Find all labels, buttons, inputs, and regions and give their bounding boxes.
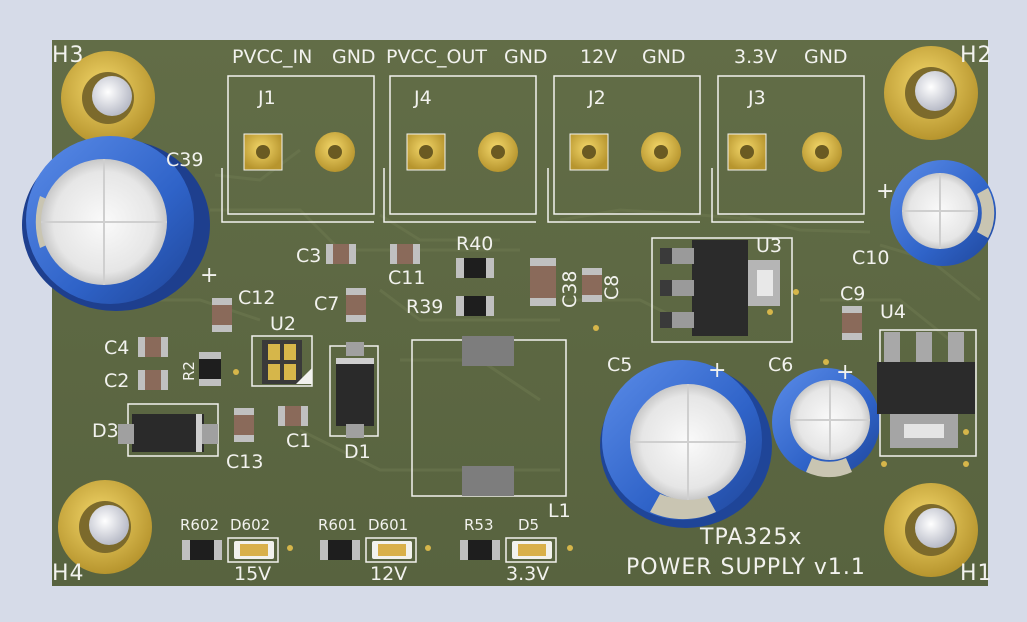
connector-J2 <box>547 75 701 223</box>
cap-C12 <box>212 298 232 332</box>
ref-C10: C10 <box>852 247 889 269</box>
diode-D1 <box>329 342 379 438</box>
j2-pin2-label: GND <box>642 46 686 68</box>
led-D5 <box>505 537 557 563</box>
ref-C39: C39 <box>166 149 203 171</box>
regulator-U4 <box>877 329 977 457</box>
ref-C2: C2 <box>104 370 129 392</box>
capacitor-C6 <box>772 368 880 478</box>
ref-D5: D5 <box>518 516 539 534</box>
resistor-R602 <box>182 540 222 560</box>
c10-polarity: + <box>876 179 895 204</box>
ref-H4: H4 <box>52 561 85 586</box>
ref-C3: C3 <box>296 245 321 267</box>
ic-U2 <box>251 335 313 387</box>
cap-C7 <box>346 288 366 322</box>
mount-hole-H3 <box>61 51 155 145</box>
led-D601 <box>365 537 417 563</box>
regulator-U3 <box>651 237 793 343</box>
ref-C5: C5 <box>607 354 632 376</box>
resistor-R40 <box>456 258 494 278</box>
ref-J1: J1 <box>257 87 276 109</box>
ref-U2: U2 <box>270 313 296 335</box>
capacitor-C5 <box>600 360 772 528</box>
cap-C8 <box>582 268 602 302</box>
ref-R601: R601 <box>318 516 357 534</box>
cap-C38 <box>530 258 556 306</box>
cap-C1 <box>278 406 308 426</box>
ref-H1: H1 <box>960 561 993 586</box>
ref-C13: C13 <box>226 451 263 473</box>
c5-polarity: + <box>708 358 727 383</box>
j4-pin1-label: PVCC_OUT <box>386 46 487 68</box>
ref-H2: H2 <box>960 43 993 68</box>
ref-R53: R53 <box>464 516 494 534</box>
ref-U4: U4 <box>880 301 906 323</box>
led-label-3v3: 3.3V <box>506 563 549 585</box>
ref-C4: C4 <box>104 337 129 359</box>
c39-polarity: + <box>200 263 219 288</box>
ref-R39: R39 <box>406 296 443 318</box>
connector-J3 <box>711 75 865 223</box>
j4-pin2-label: GND <box>504 46 548 68</box>
pcb-board <box>52 40 988 586</box>
resistor-R601 <box>320 540 360 560</box>
ref-C12: C12 <box>238 287 275 309</box>
cap-C4 <box>138 337 168 357</box>
ref-C1: C1 <box>286 430 311 452</box>
capacitor-C39 <box>22 136 210 311</box>
led-D602 <box>227 537 279 563</box>
ref-J3: J3 <box>747 87 766 109</box>
diode-D3 <box>118 403 219 457</box>
cap-C2 <box>138 370 168 390</box>
ref-C8: C8 <box>601 275 623 300</box>
j3-pin2-label: GND <box>804 46 848 68</box>
ref-C38: C38 <box>559 271 581 308</box>
j1-pin2-label: GND <box>332 46 376 68</box>
capacitor-C10 <box>890 160 996 266</box>
connector-J4 <box>383 75 537 223</box>
ref-C7: C7 <box>314 293 339 315</box>
ref-D602: D602 <box>230 516 270 534</box>
ref-C6: C6 <box>768 354 793 376</box>
cap-C3 <box>326 244 356 264</box>
ref-R602: R602 <box>180 516 219 534</box>
vias <box>233 289 969 551</box>
ref-D3: D3 <box>92 420 119 442</box>
resistor-R53 <box>460 540 500 560</box>
ref-J2: J2 <box>587 87 606 109</box>
ref-C11: C11 <box>388 267 425 289</box>
resistor-R2 <box>199 352 221 386</box>
connector-J1 <box>221 75 375 223</box>
ref-D1: D1 <box>344 441 371 463</box>
ref-D601: D601 <box>368 516 408 534</box>
c6-polarity: + <box>836 360 855 385</box>
mount-hole-H1 <box>884 483 978 577</box>
j1-pin1-label: PVCC_IN <box>232 46 312 68</box>
inductor-L1 <box>411 336 567 497</box>
resistor-R39 <box>456 296 494 316</box>
ref-U3: U3 <box>756 235 782 257</box>
cap-C13 <box>234 408 254 442</box>
ref-R2: R2 <box>180 361 198 381</box>
mount-hole-H2 <box>884 46 978 140</box>
board-title-line1: TPA325x <box>699 525 802 550</box>
ref-H3: H3 <box>52 43 85 68</box>
board-title-line2: POWER SUPPLY v1.1 <box>626 555 866 580</box>
ref-R40: R40 <box>456 233 493 255</box>
ref-J4: J4 <box>413 87 432 109</box>
ref-L1: L1 <box>548 500 571 522</box>
j3-pin1-label: 3.3V <box>734 46 777 68</box>
cap-C11 <box>390 244 420 264</box>
mount-hole-H4 <box>58 480 152 574</box>
j2-pin1-label: 12V <box>580 46 617 68</box>
led-label-12v: 12V <box>370 563 407 585</box>
cap-C9 <box>842 306 862 340</box>
ref-C9: C9 <box>840 283 865 305</box>
led-label-15v: 15V <box>234 563 271 585</box>
